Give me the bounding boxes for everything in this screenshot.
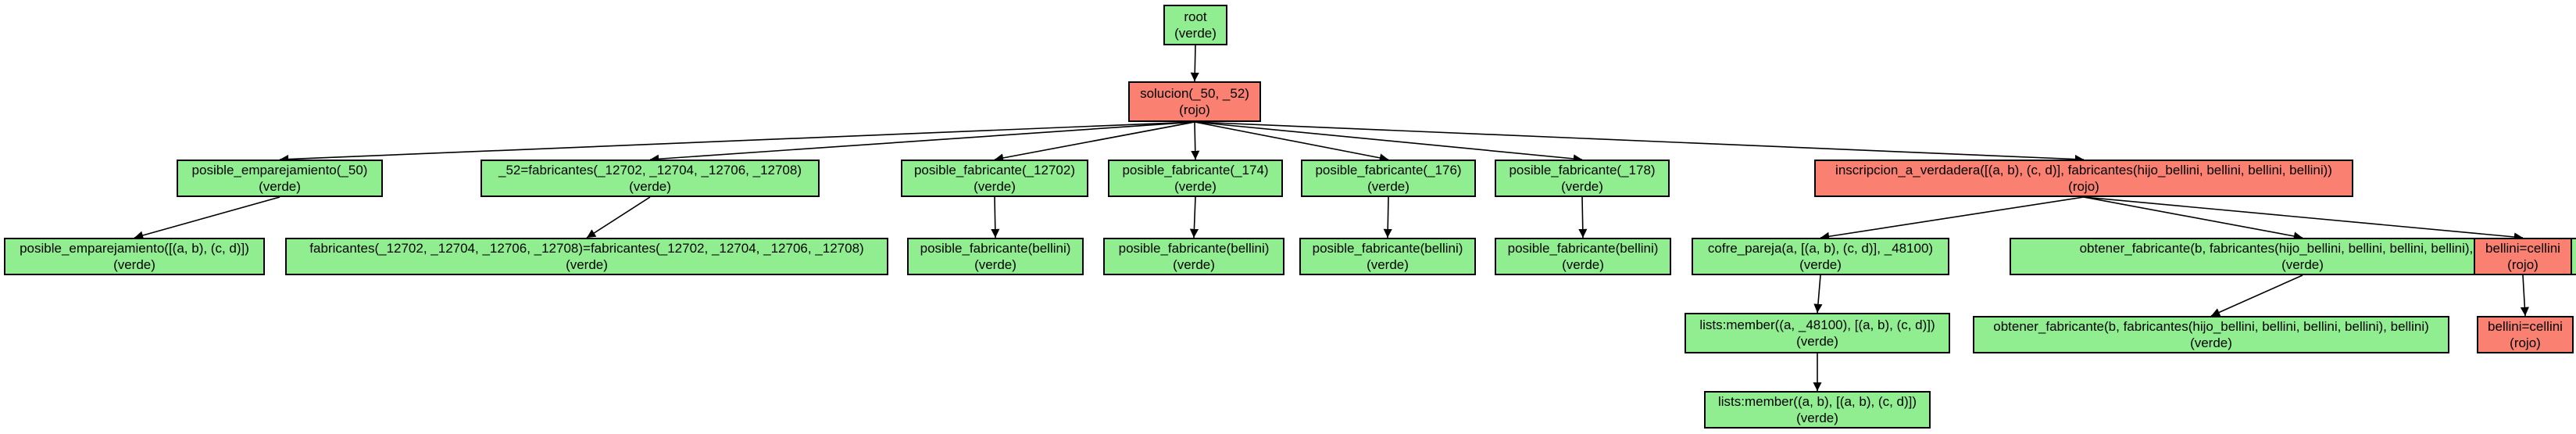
tree-node-fabeq: fabricantes(_12702, _12704, _12706, _127… xyxy=(285,238,888,275)
node-label: posible_fabricante(_176) xyxy=(1315,163,1462,178)
node-label: bellini=cellini xyxy=(2485,241,2560,256)
node-label: posible_fabricante(bellini) xyxy=(1312,241,1463,256)
node-label: _52=fabricantes(_12702, _12704, _12706, … xyxy=(498,163,802,178)
tree-node-fab52: _52=fabricantes(_12702, _12704, _12706, … xyxy=(481,160,820,197)
node-status: (verde) xyxy=(2281,257,2324,272)
node-status: (verde) xyxy=(2190,335,2232,350)
tree-node-pfb4: posible_fabricante(bellini)(verde) xyxy=(1495,238,1671,275)
tree-node-pfb3: posible_fabricante(bellini)(verde) xyxy=(1299,238,1476,275)
edge-insc-to-obt1 xyxy=(2083,196,2303,241)
edge-insc-to-cofre xyxy=(1820,196,2085,241)
node-status: (verde) xyxy=(1174,26,1217,41)
node-status: (verde) xyxy=(974,179,1016,194)
node-label: lists:member((a, b), [(a, b), (c, d)]) xyxy=(1717,394,1917,409)
node-status: (rojo) xyxy=(1179,102,1210,117)
node-status: (verde) xyxy=(113,257,155,272)
node-label: posible_fabricante(_12702) xyxy=(913,163,1076,178)
tree-node-insc: inscripcion_a_verdadera([(a, b), (c, d)]… xyxy=(1814,160,2353,197)
edge-pf174-to-pfb2 xyxy=(1189,196,1199,239)
node-label: root xyxy=(1184,9,1207,24)
node-label: posible_fabricante(bellini) xyxy=(1507,241,1659,256)
edge-bc1-to-bc2 xyxy=(2520,274,2529,317)
node-status: (verde) xyxy=(1367,179,1409,194)
node-label: lists:member((a, _48100), [(a, b), (c, d… xyxy=(1699,317,1935,332)
node-label: posible_emparejamiento(_50) xyxy=(191,163,368,178)
node-label: solucion(_50, _52) xyxy=(1140,86,1249,101)
tree-node-obt2: obtener_fabricante(b, fabricantes(hijo_b… xyxy=(1973,316,2449,353)
edge-solucion-to-pf178 xyxy=(1194,121,1583,163)
node-label: inscripcion_a_verdadera([(a, b), (c, d)]… xyxy=(1835,163,2332,178)
edge-insc-to-bc1 xyxy=(2083,196,2524,242)
tree-node-pf174: posible_fabricante(_174)(verde) xyxy=(1108,160,1283,197)
edge-solucion-to-fab52 xyxy=(649,121,1195,163)
node-status: (verde) xyxy=(1796,411,1838,425)
node-status: (verde) xyxy=(1367,257,1409,272)
node-label: posible_emparejamiento([(a, b), (c, d)]) xyxy=(20,241,249,256)
node-status: (verde) xyxy=(1561,179,1603,194)
edge-cofre-to-lm1 xyxy=(1813,274,1823,314)
tree-node-pos_emp2: posible_emparejamiento([(a, b), (c, d)])… xyxy=(4,238,265,275)
edge-fab52-to-fabeq xyxy=(586,196,651,239)
node-status: (verde) xyxy=(974,257,1016,272)
edge-solucion-to-pf12702 xyxy=(994,121,1195,163)
node-status: (verde) xyxy=(1562,257,1604,272)
edge-solucion-to-insc xyxy=(1194,121,2085,164)
tree-node-pfb2: posible_fabricante(bellini)(verde) xyxy=(1103,238,1284,275)
node-label: bellini=cellini xyxy=(2488,319,2563,334)
node-status: (verde) xyxy=(1799,257,1842,272)
tree-node-lm1: lists:member((a, _48100), [(a, b), (c, d… xyxy=(1685,313,1950,353)
tree-node-cofre: cofre_pareja(a, [(a, b), (c, d)], _48100… xyxy=(1692,238,1949,275)
tree-node-pf178: posible_fabricante(_178)(verde) xyxy=(1495,160,1670,197)
node-label: obtener_fabricante(b, fabricantes(hijo_b… xyxy=(2079,241,2526,256)
node-status: (verde) xyxy=(629,179,671,194)
node-status: (rojo) xyxy=(2510,335,2541,350)
node-status: (rojo) xyxy=(2507,257,2538,272)
tree-node-pos_emp: posible_emparejamiento(_50)(verde) xyxy=(177,160,383,197)
node-status: (verde) xyxy=(259,179,301,194)
node-status: (verde) xyxy=(1174,179,1217,194)
tree-node-solucion: solucion(_50, _52)(rojo) xyxy=(1128,81,1261,122)
tree-node-bc2: bellini=cellini(rojo) xyxy=(2477,316,2574,353)
node-status: (rojo) xyxy=(2068,179,2099,194)
node-label: posible_fabricante(_174) xyxy=(1122,163,1269,178)
node-label: posible_fabricante(bellini) xyxy=(1118,241,1270,256)
tree-node-pfb1: posible_fabricante(bellini)(verde) xyxy=(907,238,1084,275)
node-status: (verde) xyxy=(566,257,608,272)
edge-solucion-to-pos_emp xyxy=(279,121,1195,164)
node-label: cofre_pareja(a, [(a, b), (c, d)], _48100… xyxy=(1707,241,1934,256)
edge-pos_emp-to-pos_emp2 xyxy=(134,196,280,240)
node-status: (verde) xyxy=(1796,334,1838,349)
edge-pf178-to-pfb4 xyxy=(1578,196,1588,239)
tree-node-lm2: lists:member((a, b), [(a, b), (c, d)]) (v… xyxy=(1704,391,1931,429)
node-label: fabricantes(_12702, _12704, _12706, _127… xyxy=(309,241,864,256)
edge-obt1-to-obt2 xyxy=(2210,274,2303,317)
node-label: posible_fabricante(bellini) xyxy=(920,241,1071,256)
node-label: posible_fabricante(_178) xyxy=(1509,163,1656,178)
node-label: obtener_fabricante(b, fabricantes(hijo_b… xyxy=(1993,319,2429,334)
tree-node-bc1: bellini=cellini(rojo) xyxy=(2474,238,2572,275)
tree-node-root: root (verde) xyxy=(1163,5,1227,45)
tree-node-pf176: posible_fabricante(_176)(verde) xyxy=(1301,160,1476,197)
node-status: (verde) xyxy=(1173,257,1215,272)
tree-node-pf12702: posible_fabricante(_12702)(verde) xyxy=(901,160,1088,197)
edge-solucion-to-pf176 xyxy=(1194,121,1389,163)
